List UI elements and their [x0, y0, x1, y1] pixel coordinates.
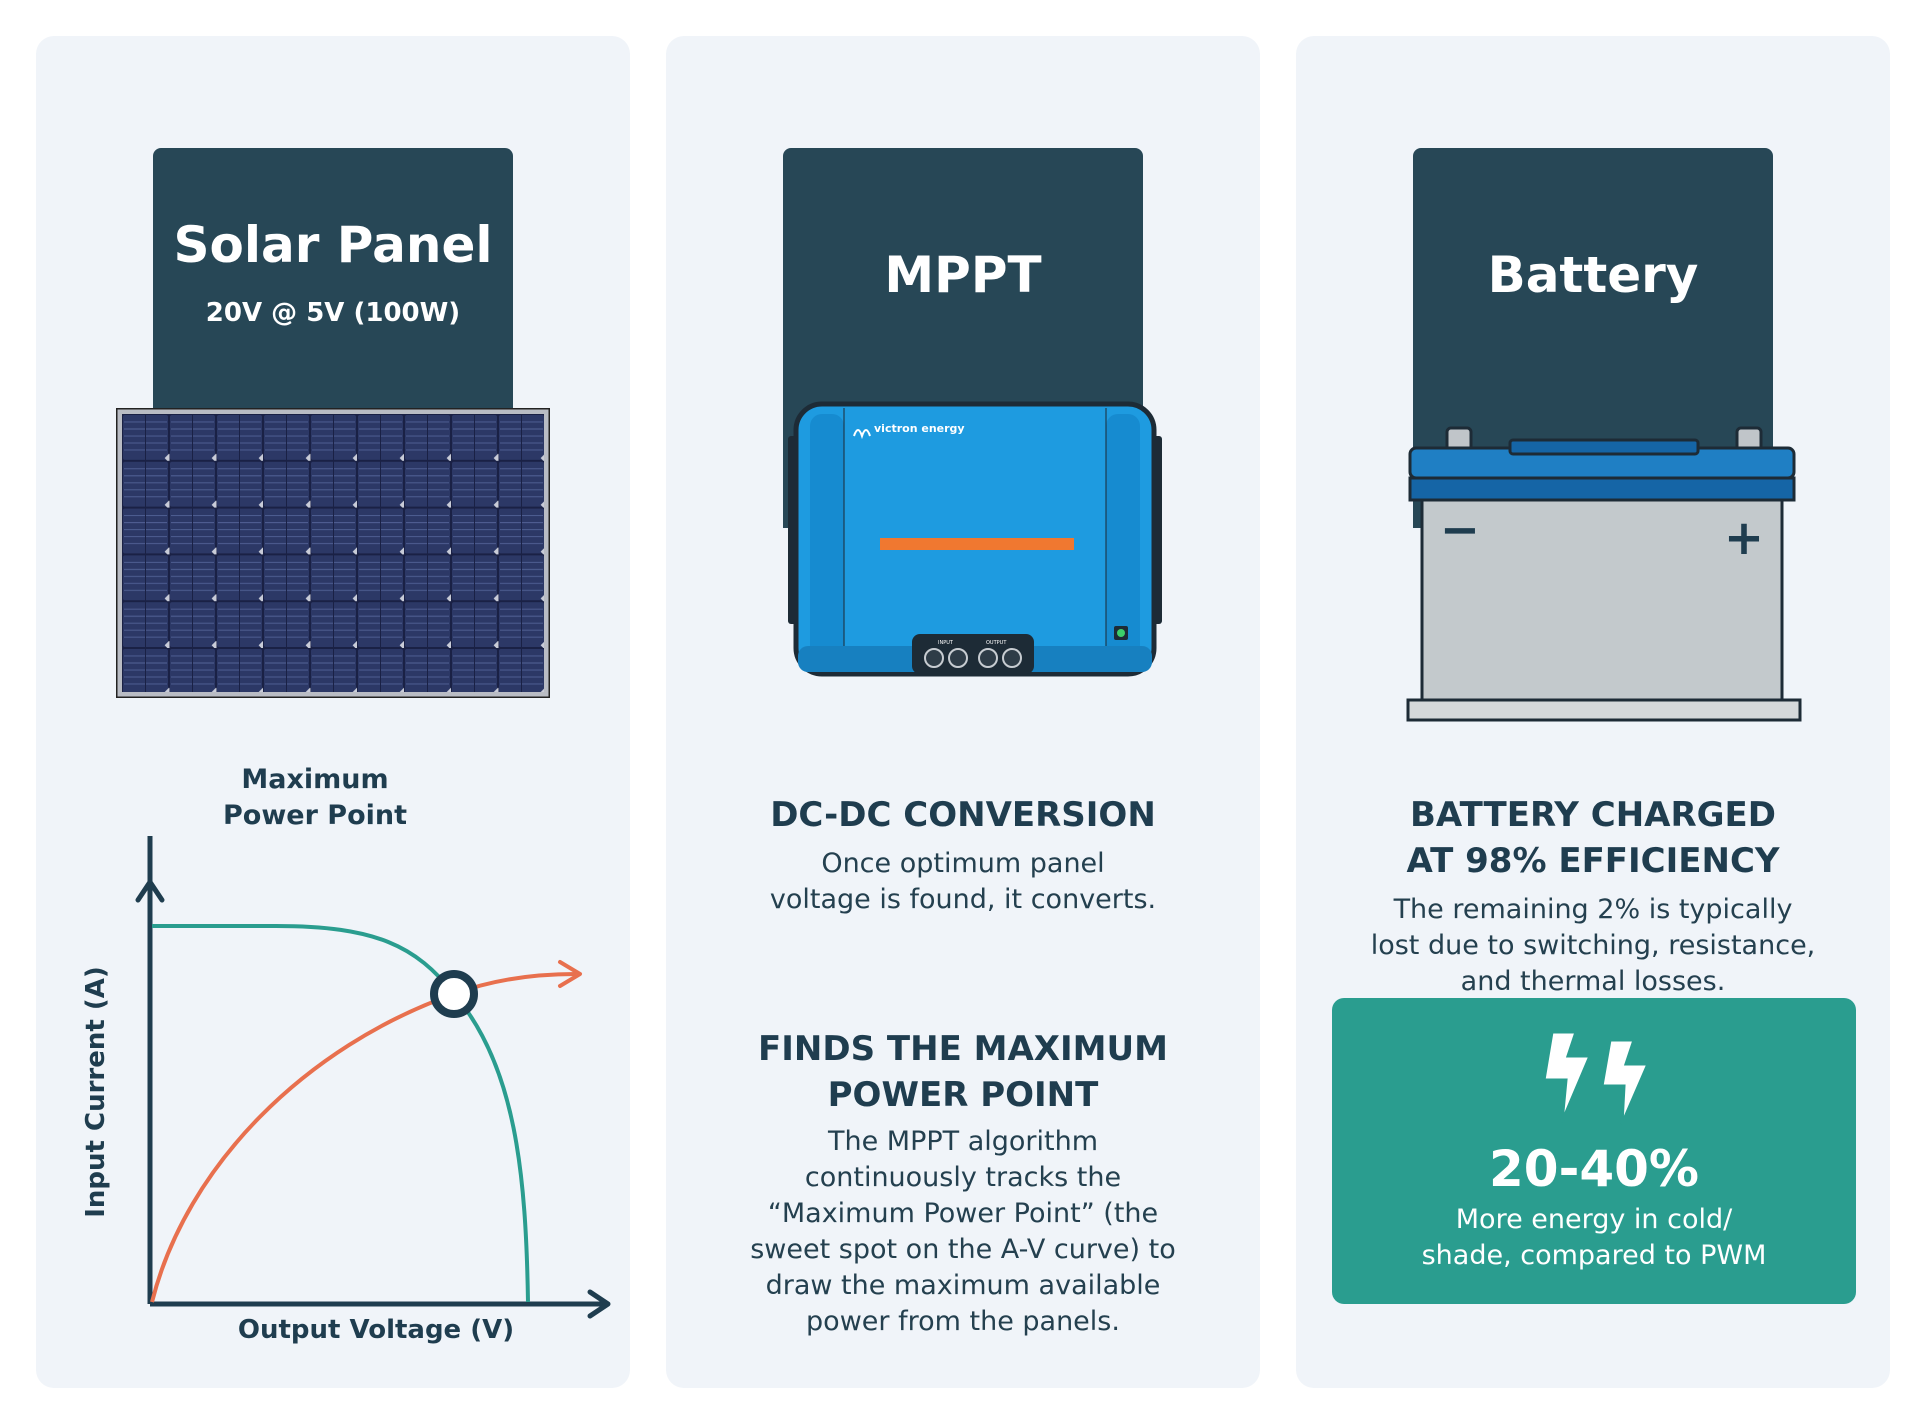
dcdc-heading: DC-DC CONVERSION: [770, 795, 1156, 835]
efficiency-heading: BATTERY CHARGED AT 98% EFFICIENCY: [1406, 795, 1780, 881]
svg-text:OUTPUT: OUTPUT: [986, 640, 1007, 646]
svg-text:INPUT: INPUT: [938, 640, 954, 646]
power-curve: [150, 972, 577, 1303]
lightning-bolts-icon: [1542, 1030, 1651, 1125]
mpp-marker: [430, 970, 478, 1018]
battery-base: [1406, 698, 1802, 722]
x-axis-arrow: [587, 1289, 611, 1319]
solar-panel-illustration: [116, 408, 550, 698]
battery-illustration: − +: [1406, 426, 1802, 722]
dcdc-description: Once optimum panel voltage is found, it …: [769, 848, 1157, 915]
mpp-description: The MPPT algorithm continuously tracks t…: [750, 1126, 1176, 1337]
y-axis-arrow: [135, 879, 165, 903]
energy-gain-stat: 20-40% More energy in cold/ shade, compa…: [1332, 998, 1856, 1304]
y-axis-label: Input Current (A): [81, 966, 111, 1218]
battery-title: Battery: [1487, 246, 1699, 304]
mpp-label: Maximum Power Point: [222, 764, 408, 831]
mppt-title: MPPT: [884, 246, 1042, 304]
mppt-card: MPPT victron energy INPUT OUTPUT DC-DC C…: [666, 36, 1260, 1388]
brand-logo-icon: [853, 429, 871, 440]
efficiency-description: The remaining 2% is typically lost due t…: [1370, 894, 1816, 997]
device-stripe: [880, 538, 1074, 550]
minus-icon: −: [1440, 502, 1480, 558]
solar-title: Solar Panel: [173, 216, 493, 274]
stat-value: 20-40%: [1488, 1140, 1699, 1198]
battery-body: [1420, 498, 1784, 702]
solar-subtitle: 20V @ 5V (100W): [205, 298, 461, 328]
iv-curve-graph: Input Current (A) Output Voltage (V): [81, 836, 611, 1345]
device-brand: victron energy: [874, 422, 965, 435]
power-curve-arrow: [558, 960, 582, 988]
mppt-device-illustration: victron energy INPUT OUTPUT: [788, 401, 1162, 677]
solar-panel-card: Solar Panel 20V @ 5V (100W) Maximum Powe…: [36, 36, 630, 1388]
stat-description: More energy in cold/ shade, compared to …: [1421, 1204, 1767, 1271]
plus-icon: +: [1724, 510, 1764, 566]
terminal-block: [912, 634, 1034, 674]
x-axis-label: Output Voltage (V): [238, 1315, 514, 1345]
mpp-heading: FINDS THE MAXIMUM POWER POINT: [758, 1029, 1168, 1115]
